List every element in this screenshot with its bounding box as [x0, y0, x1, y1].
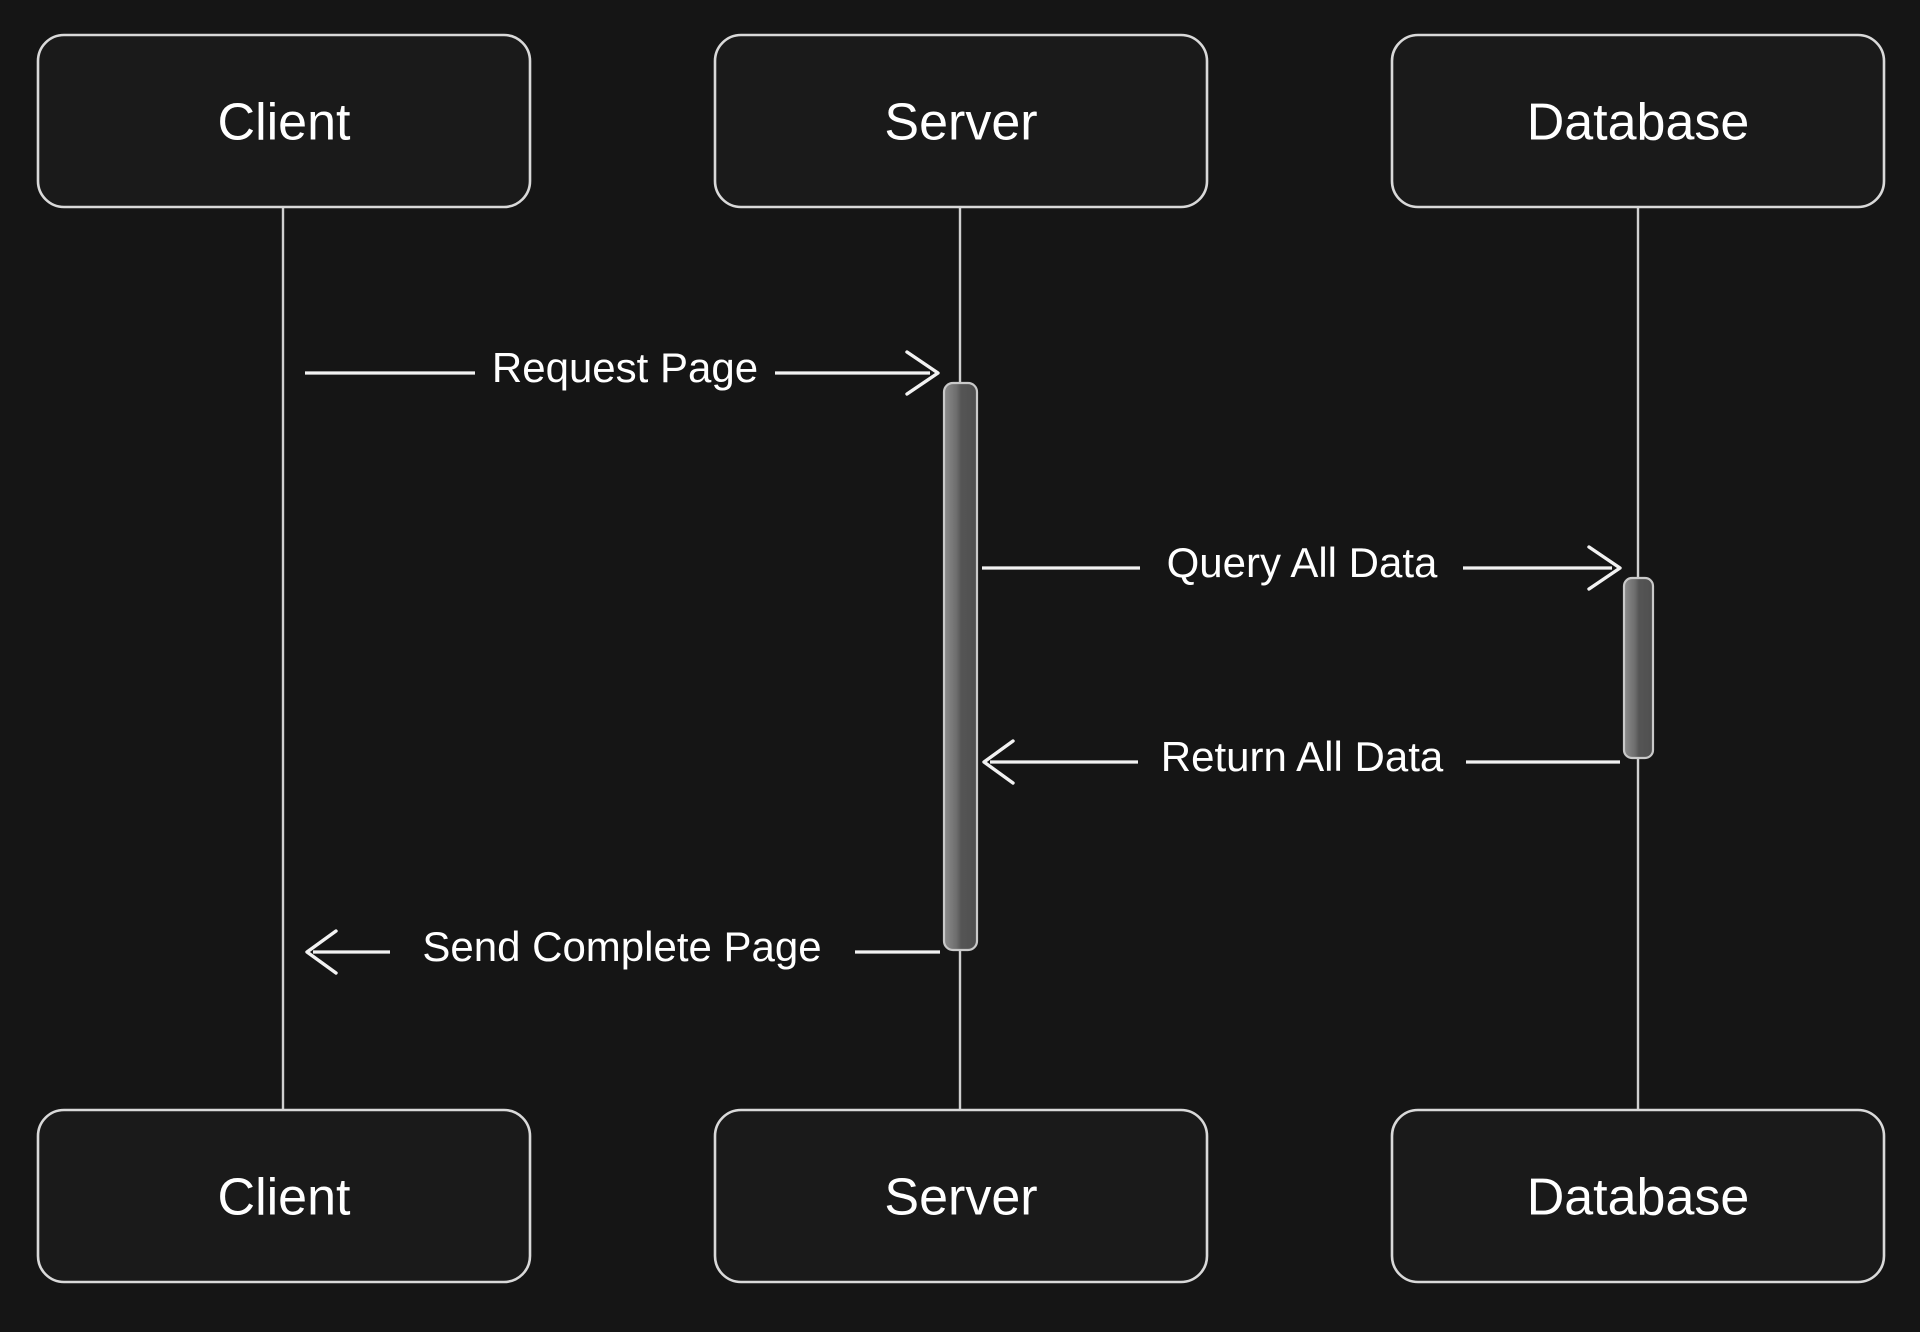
participant-box-server-bottom[interactable]: Server — [713, 1108, 1209, 1284]
message-label-request-page: Request Page — [492, 344, 758, 391]
arrowhead-right-request-page — [905, 350, 940, 396]
participant-box-client-bottom[interactable]: Client — [36, 1108, 532, 1284]
participants-bottom-group: Client Server Database — [36, 1108, 1886, 1284]
participant-rect-server-top — [713, 33, 1209, 209]
message-label-return-all-data: Return All Data — [1161, 733, 1444, 780]
arrowhead-left-return-all-data — [982, 739, 1015, 785]
participant-label-database-bottom: Database — [1527, 1169, 1750, 1227]
message-request-page[interactable]: Request Page — [305, 344, 940, 396]
participant-label-server-bottom: Server — [884, 1169, 1037, 1227]
message-label-query-all-data: Query All Data — [1167, 539, 1438, 586]
participant-rect-database-bottom — [1390, 1108, 1886, 1284]
participant-rect-client-bottom — [36, 1108, 532, 1284]
participant-rect-server-bottom — [713, 1108, 1209, 1284]
participant-label-database-top: Database — [1527, 94, 1750, 152]
message-query-all-data[interactable]: Query All Data — [982, 539, 1622, 591]
participant-rect-client-top — [36, 33, 532, 209]
participant-label-server-top: Server — [884, 94, 1037, 152]
message-send-complete-page[interactable]: Send Complete Page — [305, 923, 940, 975]
message-return-all-data[interactable]: Return All Data — [982, 733, 1620, 785]
participant-label-client-bottom: Client — [218, 1169, 351, 1227]
participant-box-client-top[interactable]: Client — [36, 33, 532, 209]
participant-rect-database-top — [1390, 33, 1886, 209]
arrowhead-right-query-all-data — [1587, 545, 1622, 591]
participant-label-client-top: Client — [218, 94, 351, 152]
participant-box-database-top[interactable]: Database — [1390, 33, 1886, 209]
arrowhead-left-send-complete-page — [305, 929, 338, 975]
activation-bar-server[interactable] — [942, 381, 979, 952]
participants-top-group: Client Server Database — [36, 33, 1886, 209]
message-label-send-complete-page: Send Complete Page — [422, 923, 821, 970]
participant-box-database-bottom[interactable]: Database — [1390, 1108, 1886, 1284]
activations-group — [942, 381, 1655, 952]
participant-box-server-top[interactable]: Server — [713, 33, 1209, 209]
activation-bar-database[interactable] — [1622, 576, 1655, 760]
